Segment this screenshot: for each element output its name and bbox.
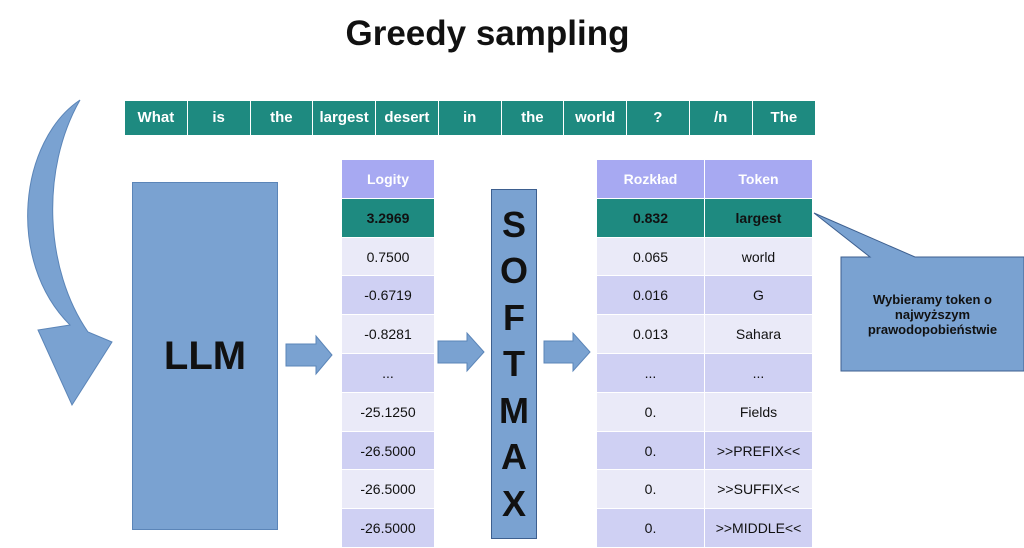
llm-block: LLM — [132, 182, 278, 530]
probability-cell: 0. — [597, 509, 705, 548]
logits-header: Logity — [342, 160, 434, 199]
token-name-cell: >>MIDDLE<< — [705, 509, 813, 548]
callout-bubble — [813, 212, 1024, 372]
arrow-softmax-to-distribution — [543, 331, 591, 373]
token-sequence: What is the largest desert in the world … — [125, 101, 816, 135]
diagram-title: Greedy sampling — [345, 14, 630, 53]
softmax-letter: O — [499, 250, 528, 291]
token-name-cell: ... — [705, 353, 813, 393]
feedback-curved-arrow — [27, 99, 113, 407]
softmax-letter: T — [503, 343, 525, 384]
arrow-logits-to-softmax — [437, 331, 485, 373]
probability-cell: ... — [597, 353, 705, 393]
token-cell: largest — [313, 101, 376, 135]
probability-cell: 0. — [597, 392, 705, 432]
callout-text: Wybieramy token o najwyższym prawodopobi… — [867, 291, 998, 337]
token-cell: What — [125, 101, 188, 135]
softmax-letter: A — [501, 436, 527, 477]
logit-value: 0.7500 — [342, 237, 434, 277]
token-cell: /n — [689, 101, 753, 135]
arrow-llm-to-logits — [285, 334, 333, 376]
distribution-header-prob: Rozkład — [597, 160, 705, 199]
logit-value: -25.1250 — [342, 392, 434, 432]
softmax-letter: X — [501, 482, 526, 524]
token-cell: the — [250, 101, 314, 135]
softmax-letter: S — [501, 203, 526, 245]
llm-label: LLM — [163, 333, 247, 378]
token-name-cell: Fields — [705, 392, 813, 432]
token-cell: in — [438, 101, 502, 135]
token-name-cell: G — [705, 276, 813, 316]
distribution-table: Rozkład Token 0.832 largest 0.065 world … — [597, 160, 813, 548]
logit-value: 3.2969 — [342, 198, 434, 238]
logit-value: -26.5000 — [342, 431, 434, 471]
logit-value: -26.5000 — [342, 509, 434, 548]
logit-value: -0.6719 — [342, 276, 434, 316]
token-name-cell: world — [705, 237, 813, 277]
probability-cell: 0.016 — [597, 276, 705, 316]
token-cell: is — [187, 101, 251, 135]
probability-cell: 0. — [597, 431, 705, 471]
logits-table: Logity 3.2969 0.7500 -0.6719 -0.8281 ...… — [342, 160, 434, 548]
probability-cell: 0.832 — [597, 198, 705, 238]
token-name-cell: >>SUFFIX<< — [705, 470, 813, 510]
token-name-cell: >>PREFIX<< — [705, 431, 813, 471]
softmax-block: S O F T M A X — [491, 189, 537, 539]
token-cell: world — [564, 101, 627, 135]
probability-cell: 0.065 — [597, 237, 705, 277]
token-name-cell: largest — [705, 198, 813, 238]
softmax-letter: M — [499, 389, 529, 431]
logit-value: ... — [342, 353, 434, 393]
distribution-header-token: Token — [705, 160, 813, 199]
logit-value: -26.5000 — [342, 470, 434, 510]
token-cell: ? — [627, 101, 690, 135]
softmax-letter: F — [503, 296, 525, 338]
token-cell: the — [501, 101, 565, 135]
probability-cell: 0. — [597, 470, 705, 510]
probability-cell: 0.013 — [597, 315, 705, 354]
token-cell: The — [752, 101, 816, 135]
token-cell: desert — [376, 101, 439, 135]
token-name-cell: Sahara — [705, 315, 813, 354]
logit-value: -0.8281 — [342, 315, 434, 354]
